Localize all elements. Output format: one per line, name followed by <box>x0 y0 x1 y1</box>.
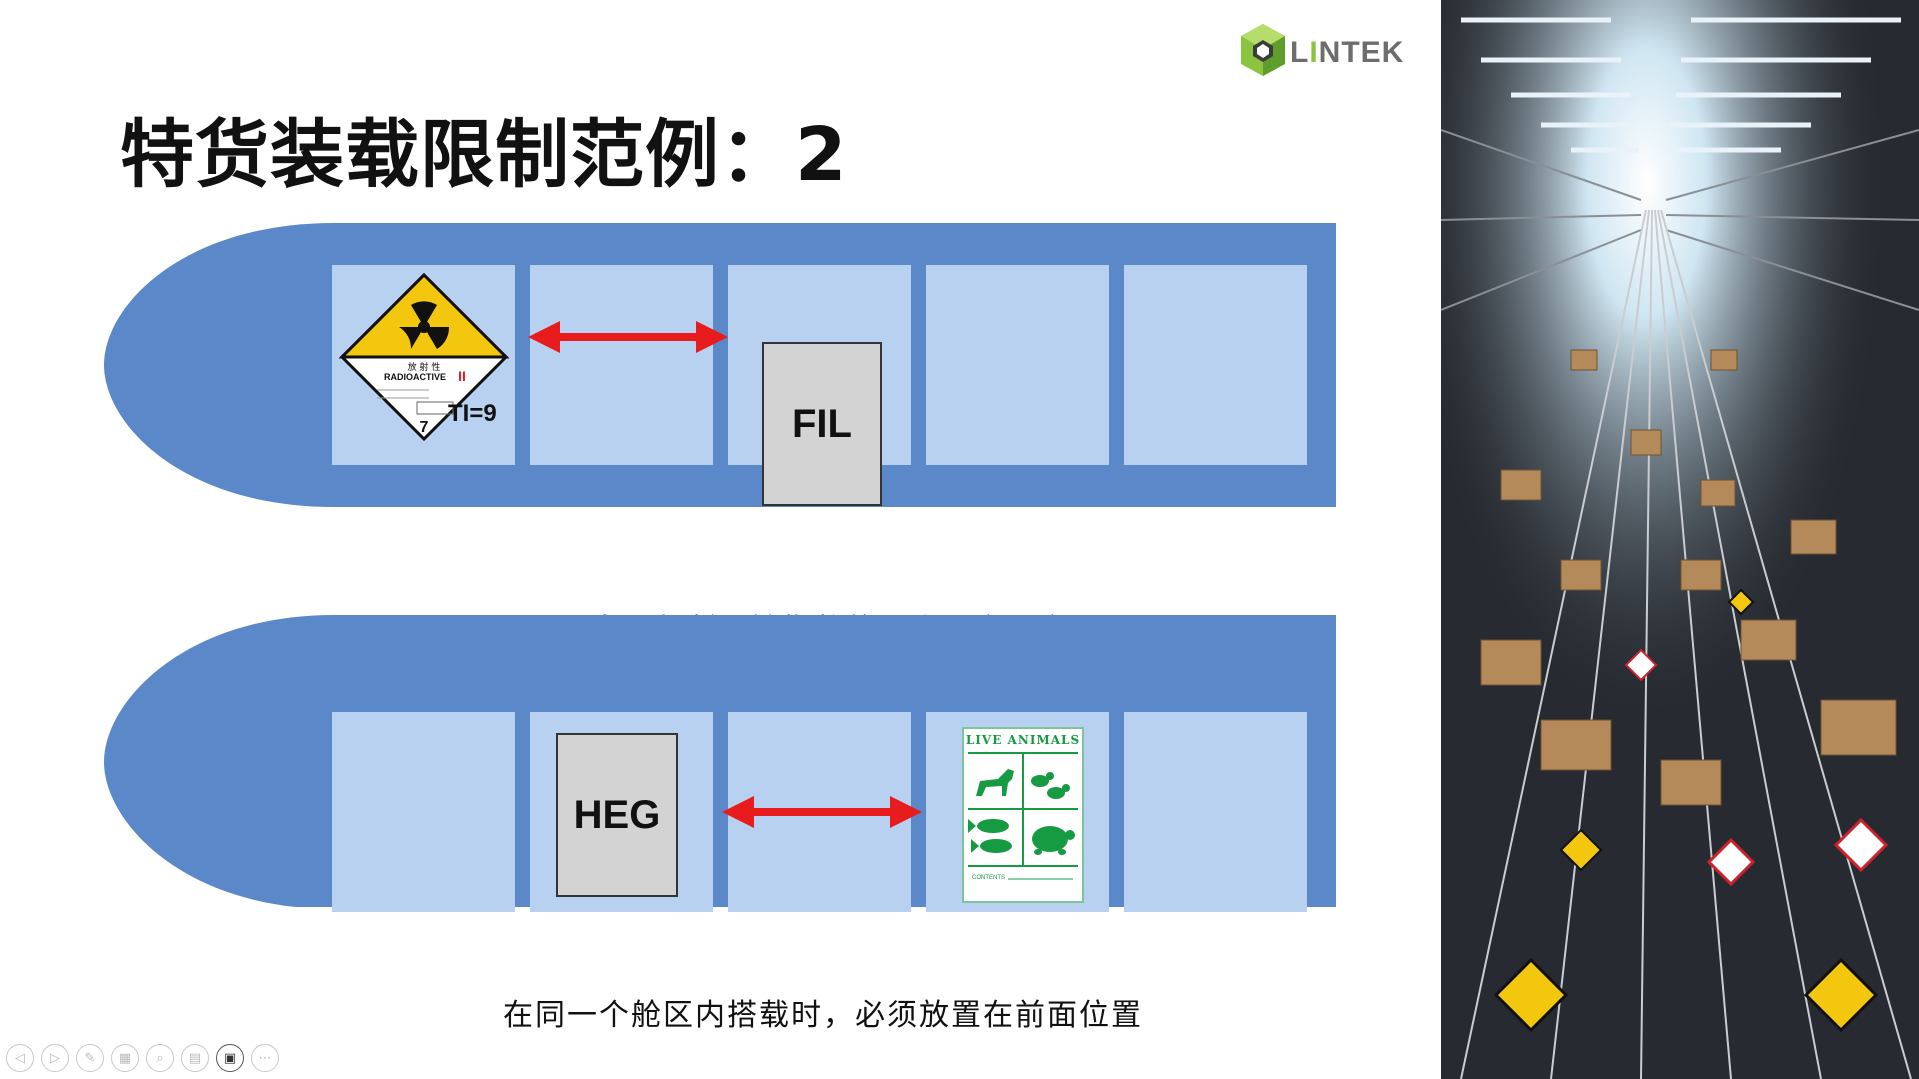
pen-button[interactable]: ✎ <box>76 1044 104 1072</box>
lintek-logo: LINTEK <box>1238 22 1408 88</box>
cargo-bay-10 <box>1124 712 1307 912</box>
cargo-box-heg: HEG <box>556 733 678 897</box>
cargo-bay-2 <box>530 265 713 465</box>
cargo-bay-5 <box>1124 265 1307 465</box>
live-animals-label: LIVE ANIMALS <box>962 727 1084 903</box>
previous-button[interactable]: ◁ <box>6 1044 34 1072</box>
subtitles-button[interactable]: ▤ <box>181 1044 209 1072</box>
cargo-box-fil-label: FIL <box>792 401 852 446</box>
radioactive-class-mark: II <box>458 368 466 384</box>
radioactive-cn-text: 放 射 性 <box>408 361 441 373</box>
presenter-toolbar: ◁ ▷ ✎ ▦ ⌕ ▤ ▣ ⋯ <box>6 1044 279 1076</box>
arrow-left-icon: ◁ <box>15 1050 25 1066</box>
ship-diagram-2: HEG LIVE ANIMALS <box>104 607 1336 912</box>
logo-wordmark: LINTEK <box>1290 36 1405 69</box>
logo-hexagon-icon <box>1241 24 1285 76</box>
radioactive-label-icon: 放 射 性 RADIOACTIVE II 7 <box>339 272 509 442</box>
cargo-bay-6 <box>332 712 515 912</box>
next-button[interactable]: ▷ <box>41 1044 69 1072</box>
magnifier-icon: ⌕ <box>156 1050 164 1066</box>
more-icon: ⋯ <box>258 1050 272 1066</box>
grid-icon: ▦ <box>118 1050 132 1066</box>
camera-button[interactable]: ▣ <box>216 1044 244 1072</box>
slide-title: 特货装载限制范例：2 <box>120 112 848 198</box>
animals-pictogram-icon: CONTENTS <box>968 752 1078 881</box>
transport-index-label: TI=9 <box>448 400 497 427</box>
arrow-right-icon: ▷ <box>50 1050 60 1066</box>
subtitles-icon: ▤ <box>188 1050 202 1066</box>
separation-arrow-icon-2 <box>722 796 922 828</box>
separation-arrow-icon <box>528 321 728 353</box>
warehouse-illustration <box>1441 0 1919 1079</box>
radioactive-class-number: 7 <box>420 419 429 436</box>
caption-ship-2: 在同一个舱区内搭载时，必须放置在前面位置 <box>503 998 1143 1033</box>
radioactive-en-text: RADIOACTIVE <box>384 372 446 382</box>
slides-button[interactable]: ▦ <box>111 1044 139 1072</box>
live-animals-title: LIVE ANIMALS <box>965 733 1081 747</box>
ship-diagram-1: 放 射 性 RADIOACTIVE II 7 TI=9 FIL <box>104 215 1336 515</box>
slide-canvas: 特货装载限制范例：2 LINTEK 放 射 性 RADIOA <box>104 22 1408 1033</box>
pen-icon: ✎ <box>84 1050 96 1066</box>
animals-contents-text: CONTENTS <box>972 875 1005 881</box>
cargo-box-fil: FIL <box>762 342 882 506</box>
more-button[interactable]: ⋯ <box>251 1044 279 1072</box>
warehouse-photo <box>1441 0 1919 1079</box>
zoom-button[interactable]: ⌕ <box>146 1044 174 1072</box>
camera-icon: ▣ <box>223 1050 237 1066</box>
cargo-box-heg-label: HEG <box>573 792 661 837</box>
cargo-bay-4 <box>926 265 1109 465</box>
